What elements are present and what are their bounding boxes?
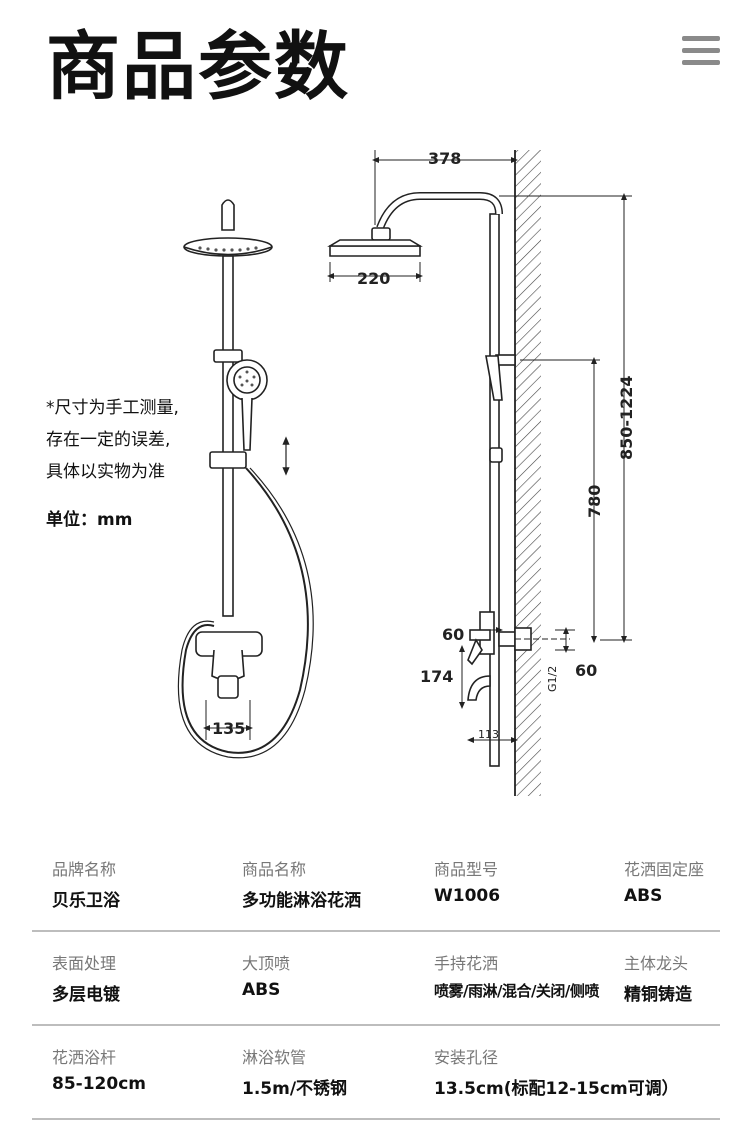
spec-value: ABS [624,886,663,906]
spec-value: 13.5cm(标配12-15cm可调） [434,1079,679,1099]
spec-label: 淋浴软管 [242,1048,307,1067]
shower-dimension-drawing: 135 [177,149,636,796]
spec-row: 品牌名称 贝乐卫浴 商品名称 多功能淋浴花洒 商品型号 W1006 花洒固定座 … [32,838,720,932]
spec-label: 大顶喷 [242,954,291,973]
spec-label: 商品型号 [434,860,499,879]
spec-value: 贝乐卫浴 [52,891,120,911]
hamburger-menu-icon[interactable] [682,36,720,66]
page-title: 商品参数 [46,24,350,110]
spec-label: 花洒浴杆 [52,1048,117,1067]
spec-value: 多层电镀 [52,985,120,1005]
spec-label: 品牌名称 [52,860,117,879]
spec-label: 安装孔径 [434,1048,499,1067]
spec-row: 花洒浴杆 85-120cm 淋浴软管 1.5m/不锈钢 安装孔径 13.5cm(… [32,1026,720,1120]
dim-spout-length: 113 [478,728,499,741]
dim-hose-width: 135 [212,719,245,738]
spec-label: 表面处理 [52,954,117,973]
spec-value: 多功能淋浴花洒 [242,891,361,911]
spec-row: 表面处理 多层电镀 大顶喷 ABS 手持花洒 喷雾/雨淋/混合/关闭/侧喷 主体… [32,932,720,1026]
spec-label: 花洒固定座 [624,860,705,879]
spec-table: 品牌名称 贝乐卫浴 商品名称 多功能淋浴花洒 商品型号 W1006 花洒固定座 … [32,838,720,1120]
note-line-3: 具体以实物为准 [46,462,165,482]
dim-arm-length: 378 [428,149,461,168]
spec-value: 喷雾/雨淋/混合/关闭/侧喷 [434,982,599,1000]
dim-outlet-offset: 60 [575,661,597,680]
front-view [177,199,314,759]
spec-value: 85-120cm [52,1074,146,1094]
unit-label: 单位：mm [46,510,133,530]
side-view [327,150,570,796]
spec-value: 精铜铸造 [624,985,692,1005]
dim-spout-height: 174 [420,667,453,686]
note-line-2: 存在一定的误差, [46,430,171,450]
dim-mixer-offset: 60 [442,625,464,644]
dim-height-range: 850-1224 [617,375,636,460]
note-line-1: *尺寸为手工测量, [46,398,179,418]
dim-mixer-height: 780 [585,485,604,518]
dim-head-diameter: 220 [357,269,390,288]
spec-label: 手持花洒 [434,954,499,973]
spec-label: 主体龙头 [624,954,689,973]
spec-value: 1.5m/不锈钢 [242,1079,348,1099]
spec-label: 商品名称 [242,860,307,879]
spec-value: ABS [242,980,281,1000]
dim-thread: G1/2 [546,666,559,692]
spec-value: W1006 [434,886,501,906]
